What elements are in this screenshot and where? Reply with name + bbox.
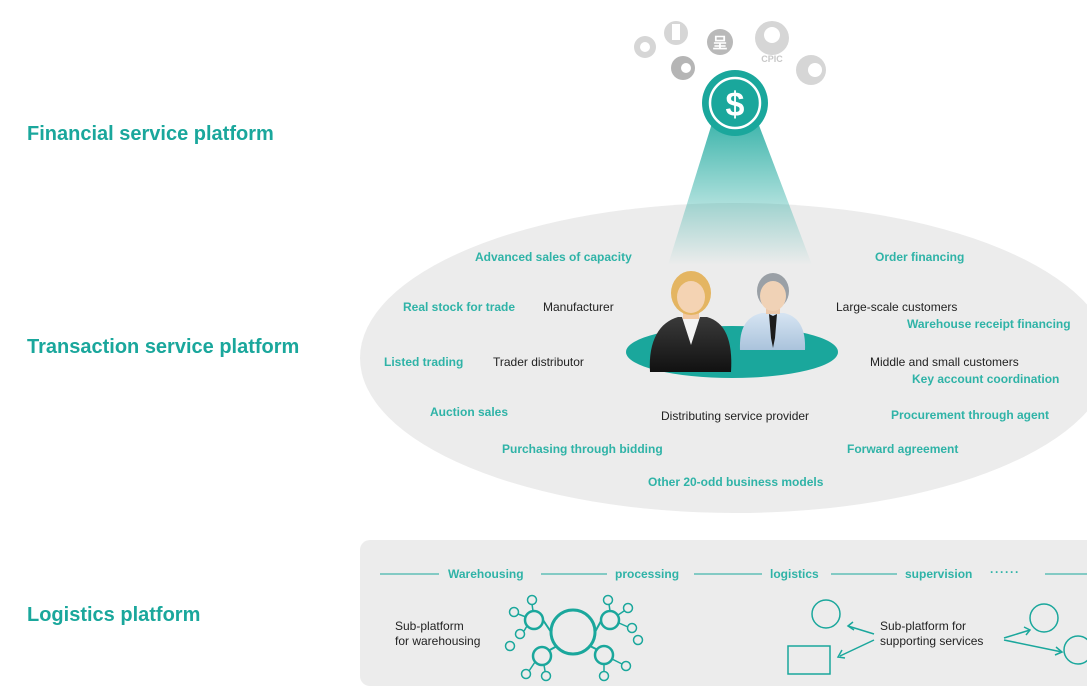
trader-distributor-label: Trader distributor <box>493 355 584 369</box>
financial-platform-title: Financial service platform <box>27 123 274 145</box>
processing-label: processing <box>615 567 680 581</box>
bank-logo-icon: 呈 <box>634 21 826 85</box>
distributing-label: Distributing service provider <box>661 409 810 423</box>
cpic-logo-text: CPIC <box>761 54 783 64</box>
manufacturer-label: Manufacturer <box>543 300 614 314</box>
supporting-services-icon <box>787 599 1087 675</box>
middle-small-label: Middle and small customers <box>870 355 1019 369</box>
logistics-label: logistics <box>770 567 819 581</box>
key-account-label: Key account coordination <box>912 372 1060 386</box>
order-financing-label: Order financing <box>875 250 965 264</box>
light-beam <box>668 120 812 265</box>
large-scale-label: Large-scale customers <box>836 300 958 314</box>
sub-warehousing-line1: Sub-platform <box>395 619 464 633</box>
procurement-agent-label: Procurement through agent <box>891 408 1050 422</box>
transaction-platform-title: Transaction service platform <box>27 336 300 358</box>
logistics-platform-title: Logistics platform <box>27 604 201 626</box>
warehousing-label: Warehousing <box>448 567 524 581</box>
logistics-panel <box>360 540 1087 686</box>
warehouse-receipt-label: Warehouse receipt financing <box>907 317 1071 331</box>
advanced-sales-label: Advanced sales of capacity <box>475 250 632 264</box>
ellipsis-dots: ······ <box>990 565 1020 579</box>
other-models-label: Other 20-odd business models <box>648 475 824 489</box>
sub-supporting-line2: supporting services <box>880 634 984 648</box>
dollar-sign: $ <box>726 86 745 124</box>
businesswoman-icon <box>649 271 732 372</box>
real-stock-label: Real stock for trade <box>403 300 516 314</box>
svg-text:呈: 呈 <box>712 34 727 52</box>
dollar-coin-icon <box>702 70 768 136</box>
auction-sales-label: Auction sales <box>430 405 509 419</box>
warehousing-network-icon <box>504 594 644 682</box>
purchasing-bidding-label: Purchasing through bidding <box>502 442 663 456</box>
forward-agreement-label: Forward agreement <box>847 442 959 456</box>
sub-warehousing-line2: for warehousing <box>395 634 481 648</box>
sub-supporting-line1: Sub-platform for <box>880 619 967 633</box>
listed-trading-label: Listed trading <box>384 355 464 369</box>
supervision-label: supervision <box>905 567 973 581</box>
businessman-icon <box>739 273 806 350</box>
